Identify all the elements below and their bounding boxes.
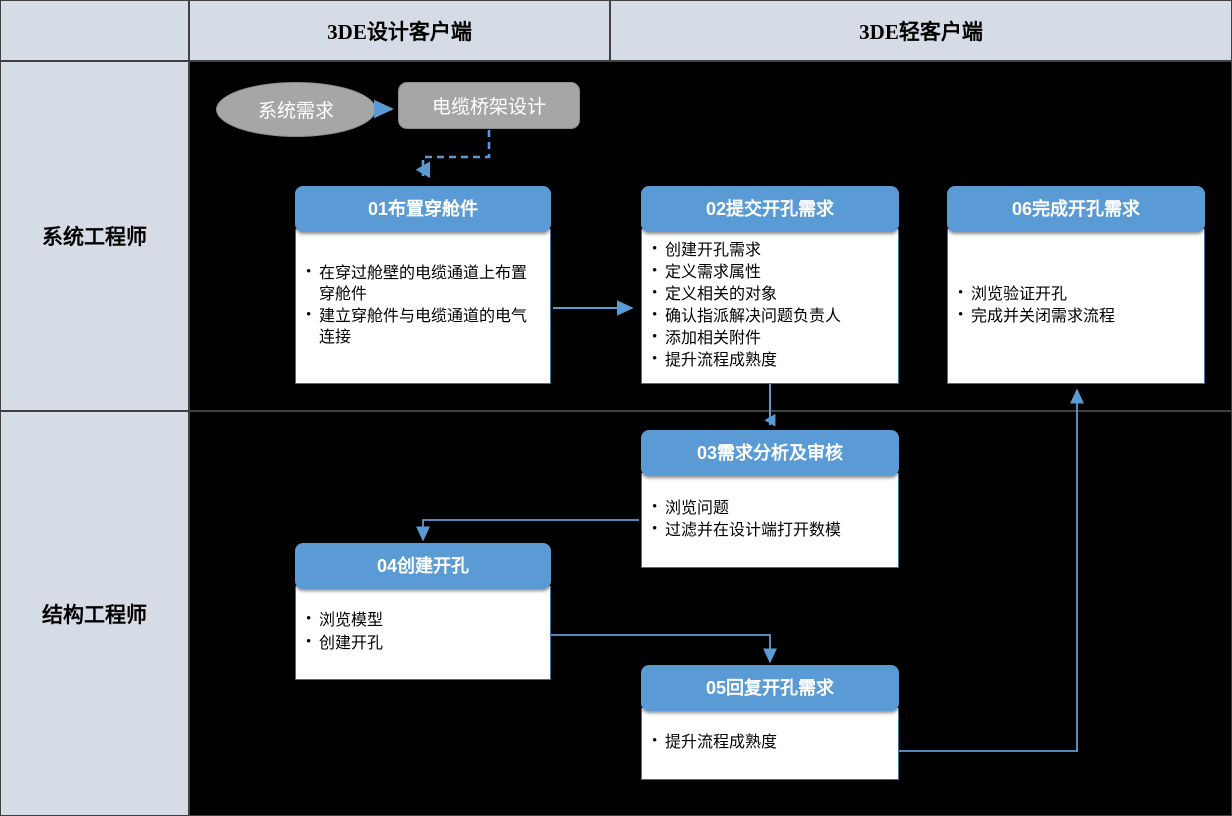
card-step-05-body: 提升流程成熟度 bbox=[641, 708, 899, 780]
list-item: 提升流程成熟度 bbox=[650, 350, 888, 371]
card-step-02-title: 02提交开孔需求 bbox=[641, 186, 899, 232]
column-header-light-client: 3DE轻客户端 bbox=[610, 0, 1232, 61]
list-item: 完成并关闭需求流程 bbox=[956, 306, 1194, 327]
list-item: 浏览模型 bbox=[304, 610, 540, 631]
list-item: 创建开孔 bbox=[304, 633, 540, 654]
card-step-01[interactable]: 01布置穿舱件 在穿过舱壁的电缆通道上布置穿舱件 建立穿舱件与电缆通道的电气连接 bbox=[295, 186, 551, 384]
list-item: 创建开孔需求 bbox=[650, 240, 888, 261]
card-step-04-title: 04创建开孔 bbox=[295, 543, 551, 589]
list-item: 在穿过舱壁的电缆通道上布置穿舱件 bbox=[304, 263, 540, 305]
list-item: 过滤并在设计端打开数模 bbox=[650, 520, 888, 541]
card-step-03-title: 03需求分析及审核 bbox=[641, 430, 899, 476]
card-step-02[interactable]: 02提交开孔需求 创建开孔需求 定义需求属性 定义相关的对象 确认指派解决问题负… bbox=[641, 186, 899, 384]
list-item: 浏览问题 bbox=[650, 498, 888, 519]
list-item: 建立穿舱件与电缆通道的电气连接 bbox=[304, 306, 540, 348]
start-node-system-requirement[interactable]: 系统需求 bbox=[216, 82, 376, 137]
card-step-06[interactable]: 06完成开孔需求 浏览验证开孔 完成并关闭需求流程 bbox=[947, 186, 1205, 384]
card-step-04-body: 浏览模型 创建开孔 bbox=[295, 586, 551, 680]
node-cable-tray-design[interactable]: 电缆桥架设计 bbox=[398, 82, 580, 129]
card-step-02-body: 创建开孔需求 定义需求属性 定义相关的对象 确认指派解决问题负责人 添加相关附件… bbox=[641, 229, 899, 384]
lane-header-system-engineer: 系统工程师 bbox=[0, 61, 189, 411]
card-step-01-title: 01布置穿舱件 bbox=[295, 186, 551, 232]
lane-header-structural-engineer: 结构工程师 bbox=[0, 411, 189, 816]
list-item: 定义相关的对象 bbox=[650, 284, 888, 305]
table-corner-cell bbox=[0, 0, 189, 61]
card-step-03-body: 浏览问题 过滤并在设计端打开数模 bbox=[641, 473, 899, 568]
card-step-06-body: 浏览验证开孔 完成并关闭需求流程 bbox=[947, 229, 1205, 384]
list-item: 确认指派解决问题负责人 bbox=[650, 306, 888, 327]
column-header-design-client: 3DE设计客户端 bbox=[189, 0, 610, 61]
list-item: 提升流程成熟度 bbox=[650, 732, 888, 753]
card-step-04[interactable]: 04创建开孔 浏览模型 创建开孔 bbox=[295, 543, 551, 680]
card-step-05[interactable]: 05回复开孔需求 提升流程成熟度 bbox=[641, 665, 899, 780]
card-step-01-body: 在穿过舱壁的电缆通道上布置穿舱件 建立穿舱件与电缆通道的电气连接 bbox=[295, 229, 551, 384]
card-step-03[interactable]: 03需求分析及审核 浏览问题 过滤并在设计端打开数模 bbox=[641, 430, 899, 568]
card-step-06-title: 06完成开孔需求 bbox=[947, 186, 1205, 232]
list-item: 定义需求属性 bbox=[650, 262, 888, 283]
card-step-05-title: 05回复开孔需求 bbox=[641, 665, 899, 711]
list-item: 浏览验证开孔 bbox=[956, 284, 1194, 305]
list-item: 添加相关附件 bbox=[650, 328, 888, 349]
